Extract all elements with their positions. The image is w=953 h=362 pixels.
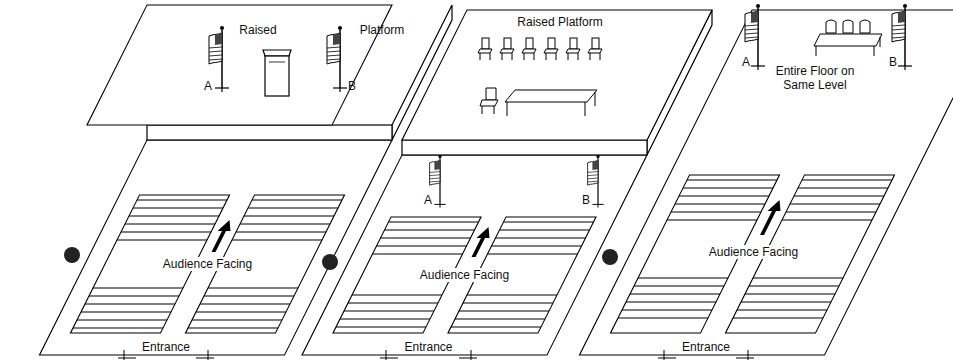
label: Audience Facing [161, 257, 254, 271]
flag [209, 26, 229, 92]
label: A [204, 79, 212, 93]
table [480, 88, 597, 116]
label: A [424, 193, 432, 207]
marker-dot [64, 247, 80, 263]
label: A [742, 55, 750, 69]
label: Entrance [680, 340, 732, 354]
label: B [889, 55, 897, 69]
platform-front [402, 140, 647, 155]
flag [430, 155, 446, 208]
chairs [478, 38, 602, 60]
flag [327, 26, 347, 92]
label: Entrance [402, 340, 454, 354]
label: Raised [239, 23, 276, 37]
label: Audience Facing [707, 245, 800, 259]
marker-dot [322, 254, 338, 270]
platform-front [147, 125, 392, 140]
label: B [348, 79, 356, 93]
table [814, 20, 882, 56]
label: Raised Platform [517, 15, 602, 29]
label: Entrance [140, 340, 192, 354]
lectern [263, 50, 291, 96]
platform-top [87, 5, 392, 125]
panel-three [580, 10, 953, 360]
flag [588, 155, 604, 208]
platform-top [402, 10, 712, 140]
label: B [582, 193, 590, 207]
marker-dot [602, 249, 618, 265]
label: Entire Floor on Same Level [770, 64, 860, 92]
label: Platform [360, 23, 405, 37]
label: Audience Facing [418, 268, 511, 282]
floor [580, 10, 953, 355]
